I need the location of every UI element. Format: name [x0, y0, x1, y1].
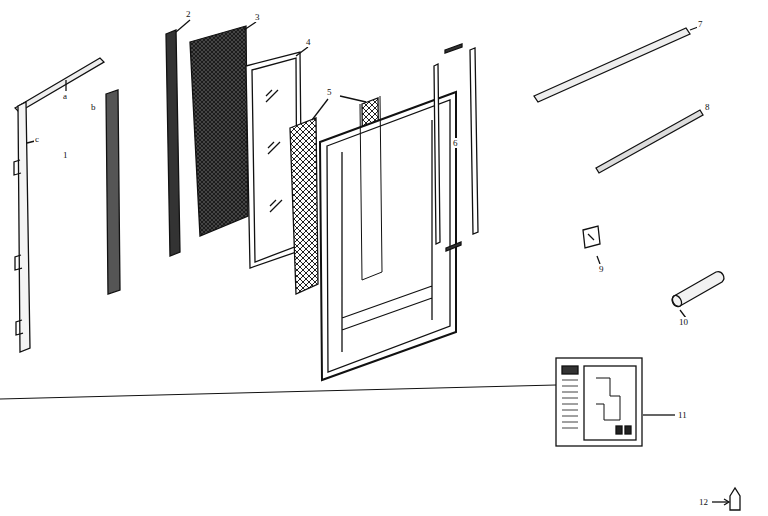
door-slot — [360, 96, 382, 280]
mesh-insert — [290, 118, 318, 294]
callout-label: 8 — [704, 102, 711, 112]
callout-label: 4 — [305, 37, 312, 47]
callout-label: c — [34, 134, 40, 144]
callout-label: b — [90, 102, 97, 112]
sheet-block — [562, 366, 578, 374]
leader-line — [340, 96, 366, 102]
strip — [166, 30, 180, 256]
leader-line — [244, 22, 256, 30]
spline-cap — [445, 44, 462, 251]
callout-label: 10 — [678, 317, 689, 327]
callout-label: 7 — [697, 19, 704, 29]
rod — [534, 28, 690, 102]
leader-line — [312, 99, 328, 120]
cap — [730, 488, 740, 510]
sheet-figure — [625, 426, 631, 434]
tube-end — [671, 294, 684, 308]
callout-label: 5 — [326, 87, 333, 97]
door-panels — [342, 120, 432, 352]
sheet-panel — [584, 366, 636, 440]
glass-inner — [252, 58, 297, 262]
leader-line — [296, 47, 308, 56]
leader-line — [712, 501, 728, 502]
leader-line — [597, 256, 600, 264]
plate — [583, 226, 600, 248]
instruction-sheet — [556, 358, 642, 446]
callout-label: 12 — [698, 497, 709, 507]
sheet-text — [562, 380, 578, 428]
callout-label: 2 — [185, 9, 192, 19]
parts — [0, 20, 740, 510]
callout-label: 3 — [254, 12, 261, 22]
rod — [596, 110, 703, 173]
leader-arrow — [724, 499, 729, 505]
callout-label: 11 — [677, 410, 688, 420]
top-rail — [15, 58, 104, 112]
screen-panel — [190, 26, 248, 236]
sheet-figure — [596, 378, 620, 420]
divider-line — [0, 385, 556, 399]
rail-tabs — [14, 160, 23, 335]
tube — [672, 272, 724, 307]
sheet-figure — [616, 426, 622, 434]
callout-label: 1 — [62, 150, 69, 160]
callout-label: a — [62, 91, 68, 101]
plate-mark — [588, 234, 594, 240]
door-inner — [327, 100, 450, 372]
spline — [470, 48, 478, 234]
leader-line — [643, 414, 675, 415]
callout-label: 9 — [598, 264, 605, 274]
callout-label: 6 — [452, 138, 459, 148]
side-rail — [18, 102, 30, 352]
spline — [434, 64, 440, 244]
weatherstrip — [106, 90, 120, 294]
glare — [266, 90, 282, 212]
leader-line — [176, 20, 190, 32]
leader-line — [65, 80, 66, 91]
